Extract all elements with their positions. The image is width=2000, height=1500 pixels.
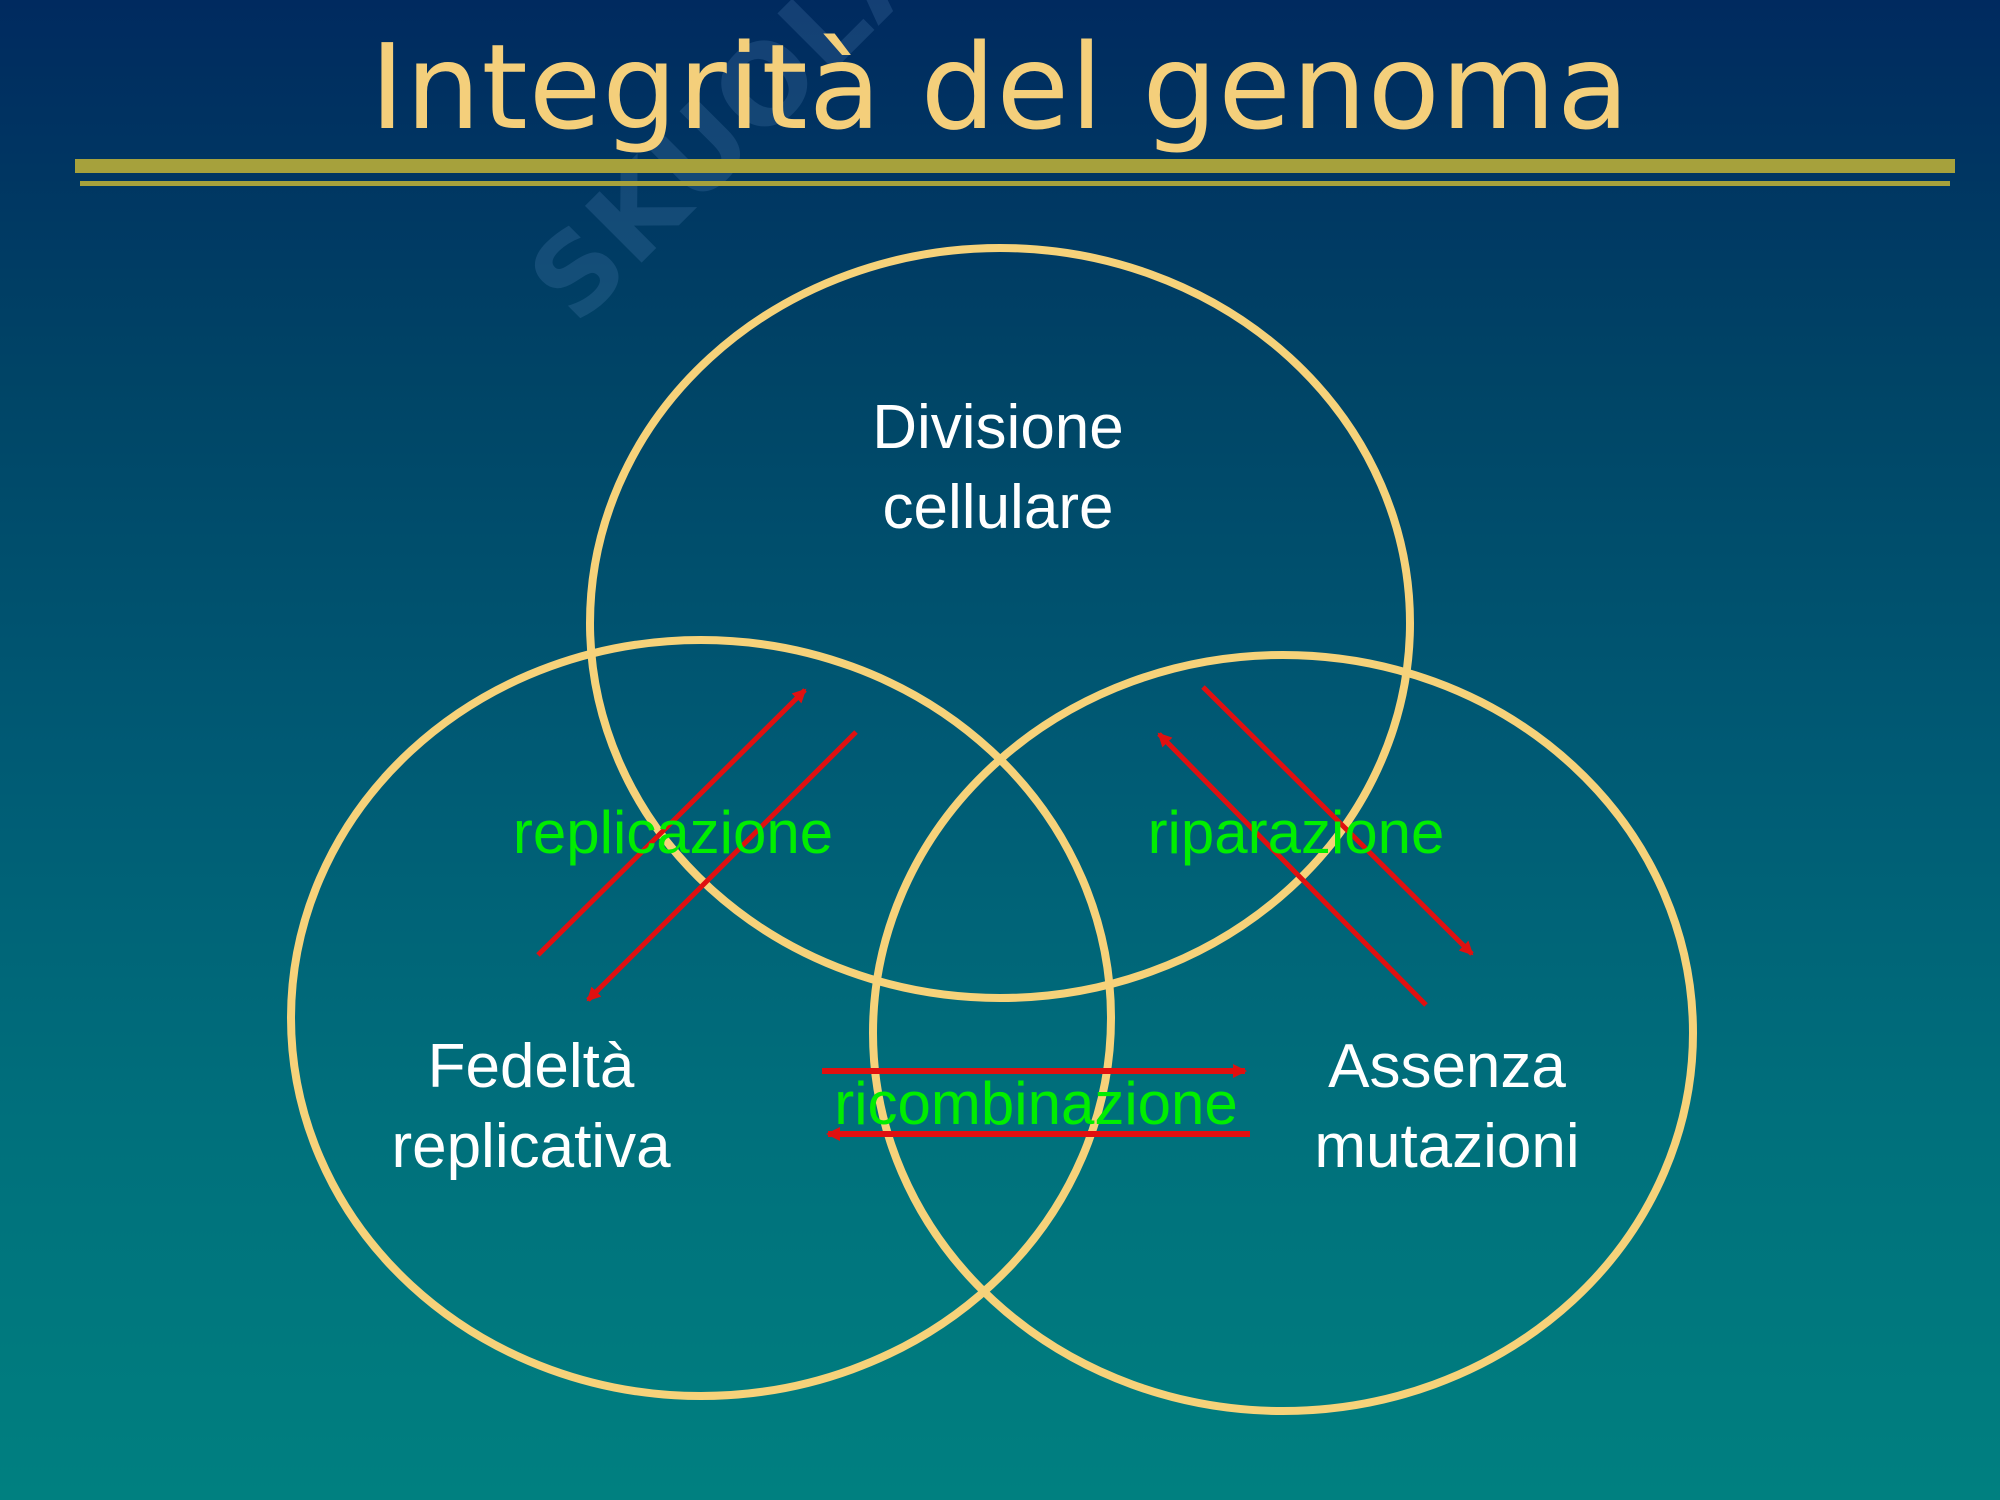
arrow-replicazione-down [586, 730, 858, 1002]
slide-title: Integrità del genoma [369, 18, 1631, 156]
label-assenza-line2: mutazioni [1314, 1112, 1579, 1181]
label-fedelta-line1: Fedeltà [428, 1032, 635, 1101]
label-replicazione: replicazione [513, 799, 833, 866]
label-ricombinazione: ricombinazione [834, 1070, 1238, 1137]
circle-fedelta [287, 636, 1115, 1400]
title-rule-thick [75, 159, 1955, 173]
arrow-replicazione-up [536, 688, 807, 957]
title-rule-thin [80, 181, 1950, 186]
label-divisione-line2: cellulare [883, 473, 1114, 542]
label-fedelta-line2: replicativa [391, 1112, 671, 1181]
circle-divisione [586, 244, 1414, 1002]
label-assenza-line1: Assenza [1328, 1032, 1566, 1101]
circle-assenza [869, 651, 1697, 1415]
label-divisione-line1: Divisione [872, 393, 1124, 462]
arrow-riparazione-down [1201, 685, 1474, 956]
label-riparazione: riparazione [1148, 799, 1445, 866]
arrow-riparazione-up [1157, 732, 1428, 1007]
